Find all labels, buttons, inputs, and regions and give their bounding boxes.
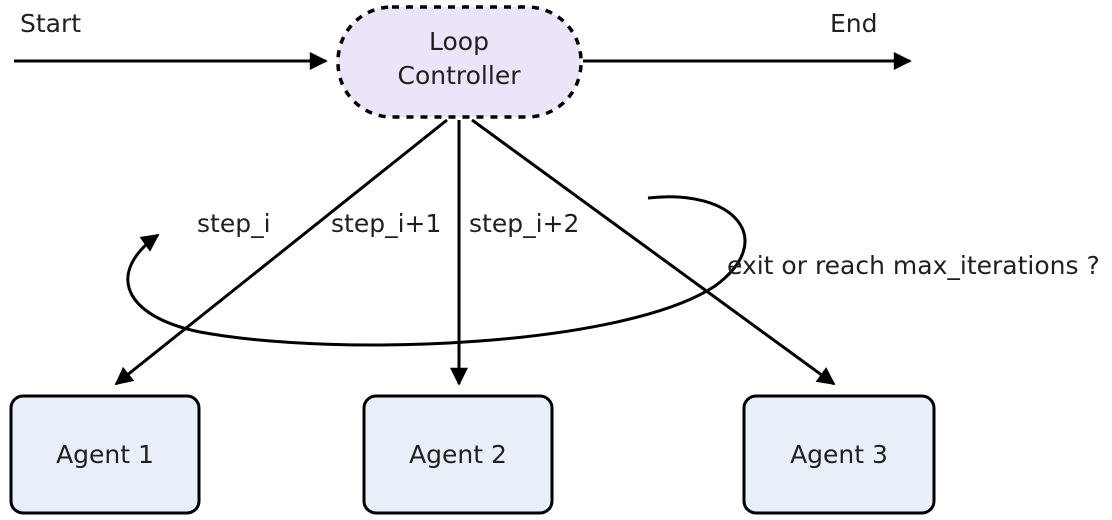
loop-controller-label-line1: Loop	[429, 27, 489, 56]
agent-2-label: Agent 2	[409, 440, 507, 469]
agent-1-label: Agent 1	[56, 440, 154, 469]
end-label: End	[830, 9, 878, 38]
agent-3-shape	[742, 394, 936, 515]
edge-label-step-i2: step_i+2	[469, 209, 579, 238]
edge-controller-to-agent3	[471, 118, 836, 386]
start-label: Start	[20, 9, 81, 38]
edge-label-step-i1: step_i+1	[331, 209, 441, 238]
loop-controller-shape	[336, 5, 583, 119]
edge-label-step-i: step_i	[197, 209, 271, 238]
agent-2-shape	[362, 394, 554, 515]
agent-2-node: Agent 2	[362, 394, 554, 515]
agent-1-shape	[9, 394, 201, 515]
loop-controller-node: Loop Controller	[336, 5, 583, 119]
agent-3-node: Agent 3	[742, 394, 936, 515]
loop-back-arc	[126, 195, 747, 347]
loop-controller-label-line2: Controller	[398, 61, 522, 90]
edge-controller-to-agent1	[114, 118, 448, 386]
loop-exit-condition-label: exit or reach max_iterations ?	[727, 251, 1100, 280]
agent-1-node: Agent 1	[9, 394, 201, 515]
agent-3-label: Agent 3	[790, 440, 888, 469]
